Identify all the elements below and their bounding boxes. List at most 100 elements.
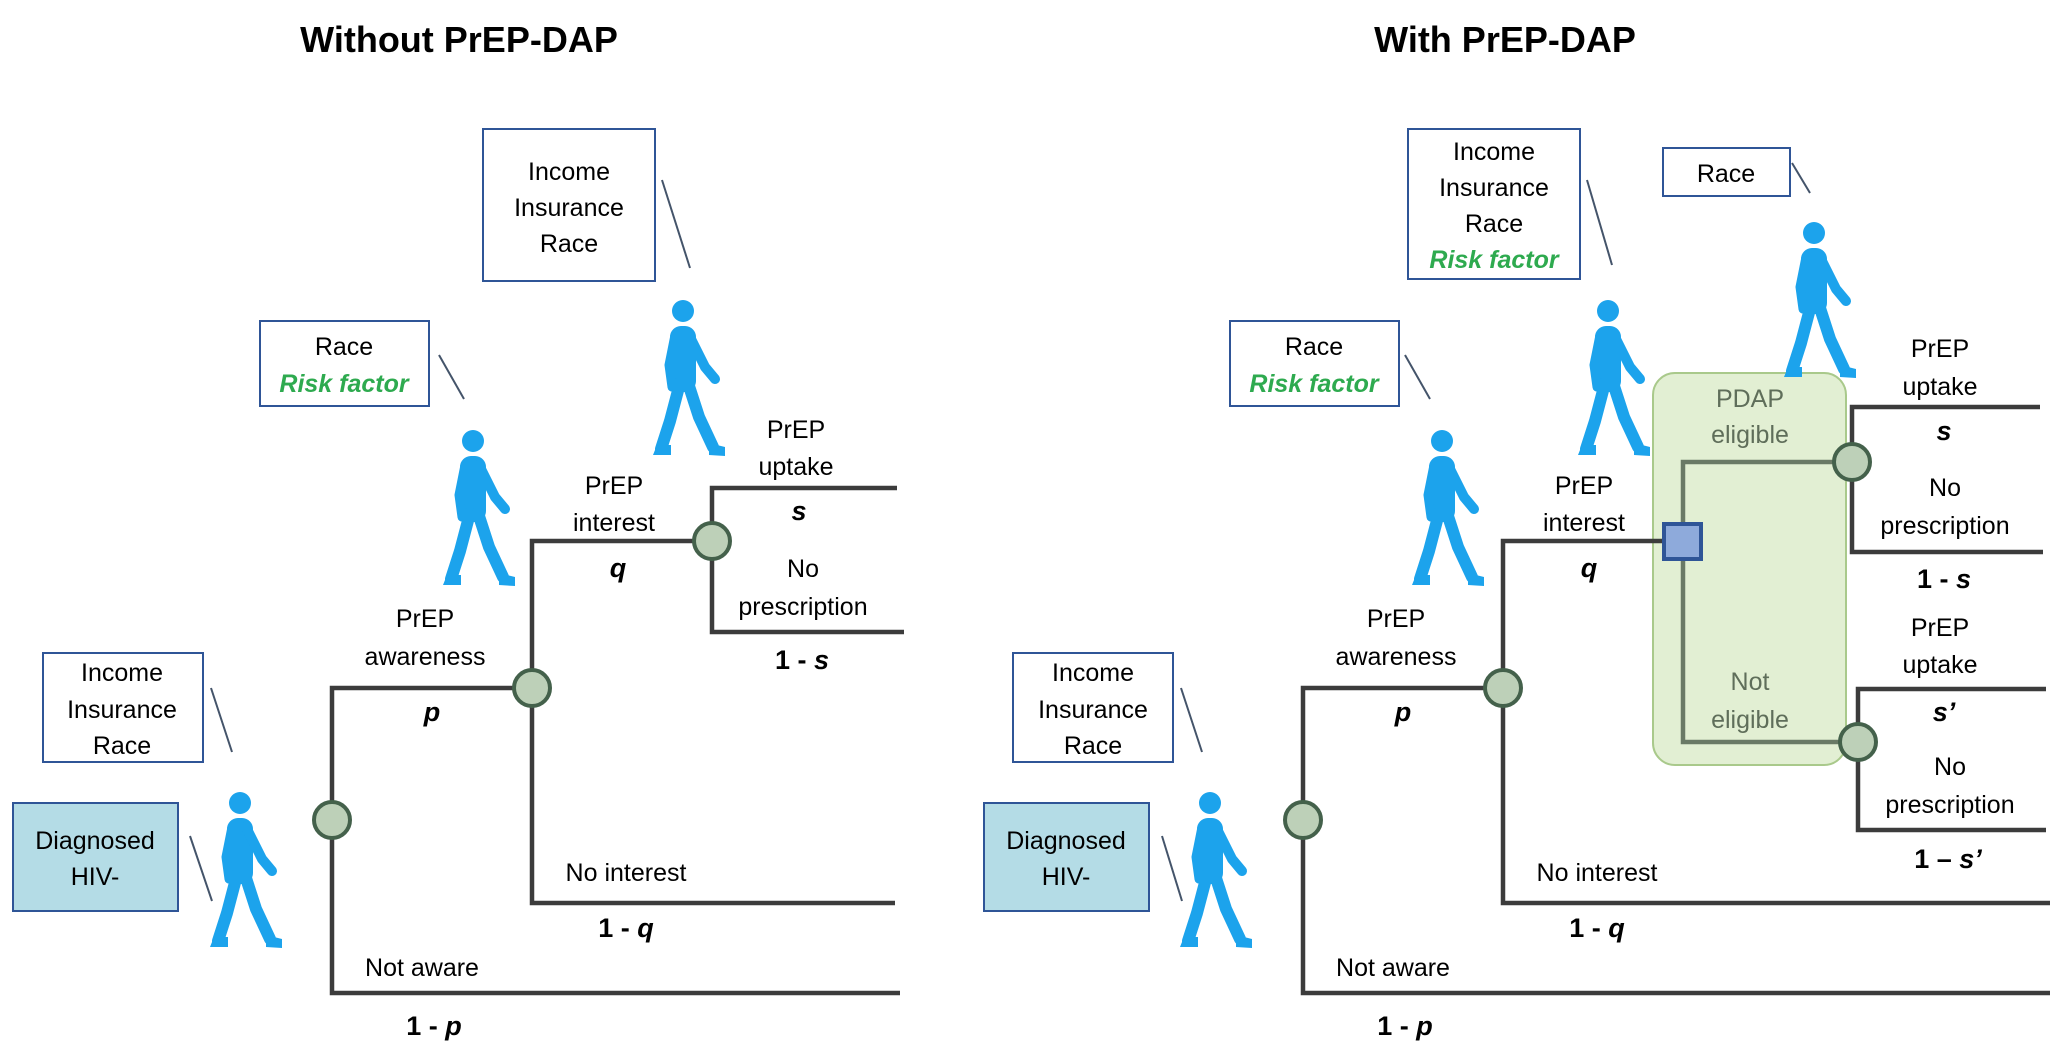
param-1-minus-q: 1 - q [1569,913,1625,943]
svg-text:Diagnosed: Diagnosed [35,827,155,855]
param-1-minus-s-prime: 1 – s’ [1914,844,1982,874]
svg-text:prescription: prescription [738,593,867,621]
chance-node-interest [1483,668,1523,708]
tree-edges-right [1300,404,2050,996]
svg-text:Risk factor: Risk factor [1429,246,1559,274]
attribute-box-income-low-left: Income Insurance Race [42,652,204,763]
param-s: s [1936,416,1951,446]
attribute-box-income-top-right: Income Insurance Race Risk factor [1407,128,1581,280]
branch-labels-right: PrEP awareness p Not aware 1 - p PrEP in… [1336,335,2015,1041]
attribute-box-race-right: Race [1662,147,1791,197]
param-1-minus-p: 1 - p [1377,1011,1433,1041]
diagnosed-box-left: Diagnosed HIV- [12,802,179,912]
param-q: q [1581,553,1598,583]
svg-text:No: No [787,555,819,583]
svg-text:Race: Race [1465,210,1523,238]
param-1-minus-q: 1 - q [598,913,654,943]
svg-text:interest: interest [1543,509,1625,537]
leader-lines-right [1161,162,1811,902]
svg-text:Insurance: Insurance [1439,174,1549,202]
panel-without-prep-dap: Without PrEP-DAP Diagnosed HIV- Income [12,19,904,1041]
svg-text:Not: Not [1731,668,1770,696]
svg-text:uptake: uptake [1902,651,1977,679]
svg-text:prescription: prescription [1880,512,2009,540]
param-p: p [423,697,441,727]
svg-text:Income: Income [1052,659,1134,687]
walking-person-icon [443,430,515,586]
panel-title-left: Without PrEP-DAP [300,19,618,60]
svg-text:PrEP: PrEP [767,416,825,444]
walking-person-icon [1578,300,1650,456]
leader-lines-left [189,179,691,902]
walking-person-icon [1784,222,1856,378]
svg-text:PrEP: PrEP [1367,605,1425,633]
decision-node-eligibility [1662,522,1703,561]
svg-text:No: No [1934,753,1966,781]
svg-text:interest: interest [573,509,655,537]
branch-labels-left: PrEP awareness p Not aware 1 - p PrEP in… [365,416,868,1041]
svg-text:awareness: awareness [365,643,486,671]
walking-person-icon [653,300,725,456]
svg-text:PDAP: PDAP [1716,385,1784,413]
svg-text:Income: Income [1453,138,1535,166]
svg-text:awareness: awareness [1336,643,1457,671]
panel-title-right: With PrEP-DAP [1374,19,1636,60]
walking-person-icon [210,792,282,948]
svg-text:HIV-: HIV- [1042,863,1091,891]
svg-text:Not aware: Not aware [1336,954,1450,982]
walking-person-icon [1412,430,1484,586]
svg-text:No interest: No interest [566,859,687,887]
svg-text:Diagnosed: Diagnosed [1006,827,1126,855]
svg-text:Risk factor: Risk factor [1249,370,1379,398]
chance-node-awareness [312,800,352,840]
svg-text:prescription: prescription [1885,791,2014,819]
svg-text:PrEP: PrEP [585,472,643,500]
svg-text:Insurance: Insurance [67,696,177,724]
svg-text:uptake: uptake [758,453,833,481]
param-s-prime: s’ [1933,697,1956,727]
param-1-minus-s: 1 - s [775,645,829,675]
svg-text:HIV-: HIV- [71,863,120,891]
svg-text:eligible: eligible [1711,421,1789,449]
param-1-minus-p: 1 - p [406,1011,462,1041]
panel-with-prep-dap: With PrEP-DAP Diagnosed [983,19,2050,1041]
svg-text:Race: Race [1064,732,1122,760]
svg-text:No interest: No interest [1537,859,1658,887]
attribute-box-income-low-right: Income Insurance Race [1012,652,1174,763]
svg-text:Insurance: Insurance [514,194,624,222]
attribute-box-race-risk-left: Race Risk factor [259,320,430,407]
attribute-box-race-risk-right: Race Risk factor [1229,320,1400,407]
param-1-minus-s: 1 - s [1917,564,1971,594]
svg-text:No: No [1929,474,1961,502]
svg-text:Income: Income [81,659,163,687]
chance-node-interest [512,668,552,708]
chance-node-uptake-not-eligible [1838,722,1878,762]
svg-text:Risk factor: Risk factor [279,370,409,398]
svg-text:PrEP: PrEP [1911,335,1969,363]
walking-person-icon [1180,792,1252,948]
diagnosed-box-right: Diagnosed HIV- [983,802,1150,912]
chance-node-uptake [692,521,732,561]
param-s: s [791,496,806,526]
svg-text:eligible: eligible [1711,706,1789,734]
svg-text:PrEP: PrEP [1911,614,1969,642]
tree-edges-left [329,485,904,996]
param-p: p [1394,697,1412,727]
svg-text:Not aware: Not aware [365,954,479,982]
svg-text:Race: Race [315,333,373,361]
svg-text:Income: Income [528,158,610,186]
svg-text:Insurance: Insurance [1038,696,1148,724]
svg-text:Race: Race [93,732,151,760]
pdap-eligibility-region [1652,372,1847,766]
svg-text:Race: Race [1285,333,1343,361]
chance-node-awareness [1283,800,1323,840]
svg-text:Race: Race [1697,160,1755,188]
param-q: q [610,553,627,583]
svg-text:PrEP: PrEP [1555,472,1613,500]
attribute-box-income-top-left: Income Insurance Race [482,128,656,282]
chance-node-uptake-eligible [1832,442,1872,482]
svg-text:uptake: uptake [1902,373,1977,401]
svg-text:PrEP: PrEP [396,605,454,633]
